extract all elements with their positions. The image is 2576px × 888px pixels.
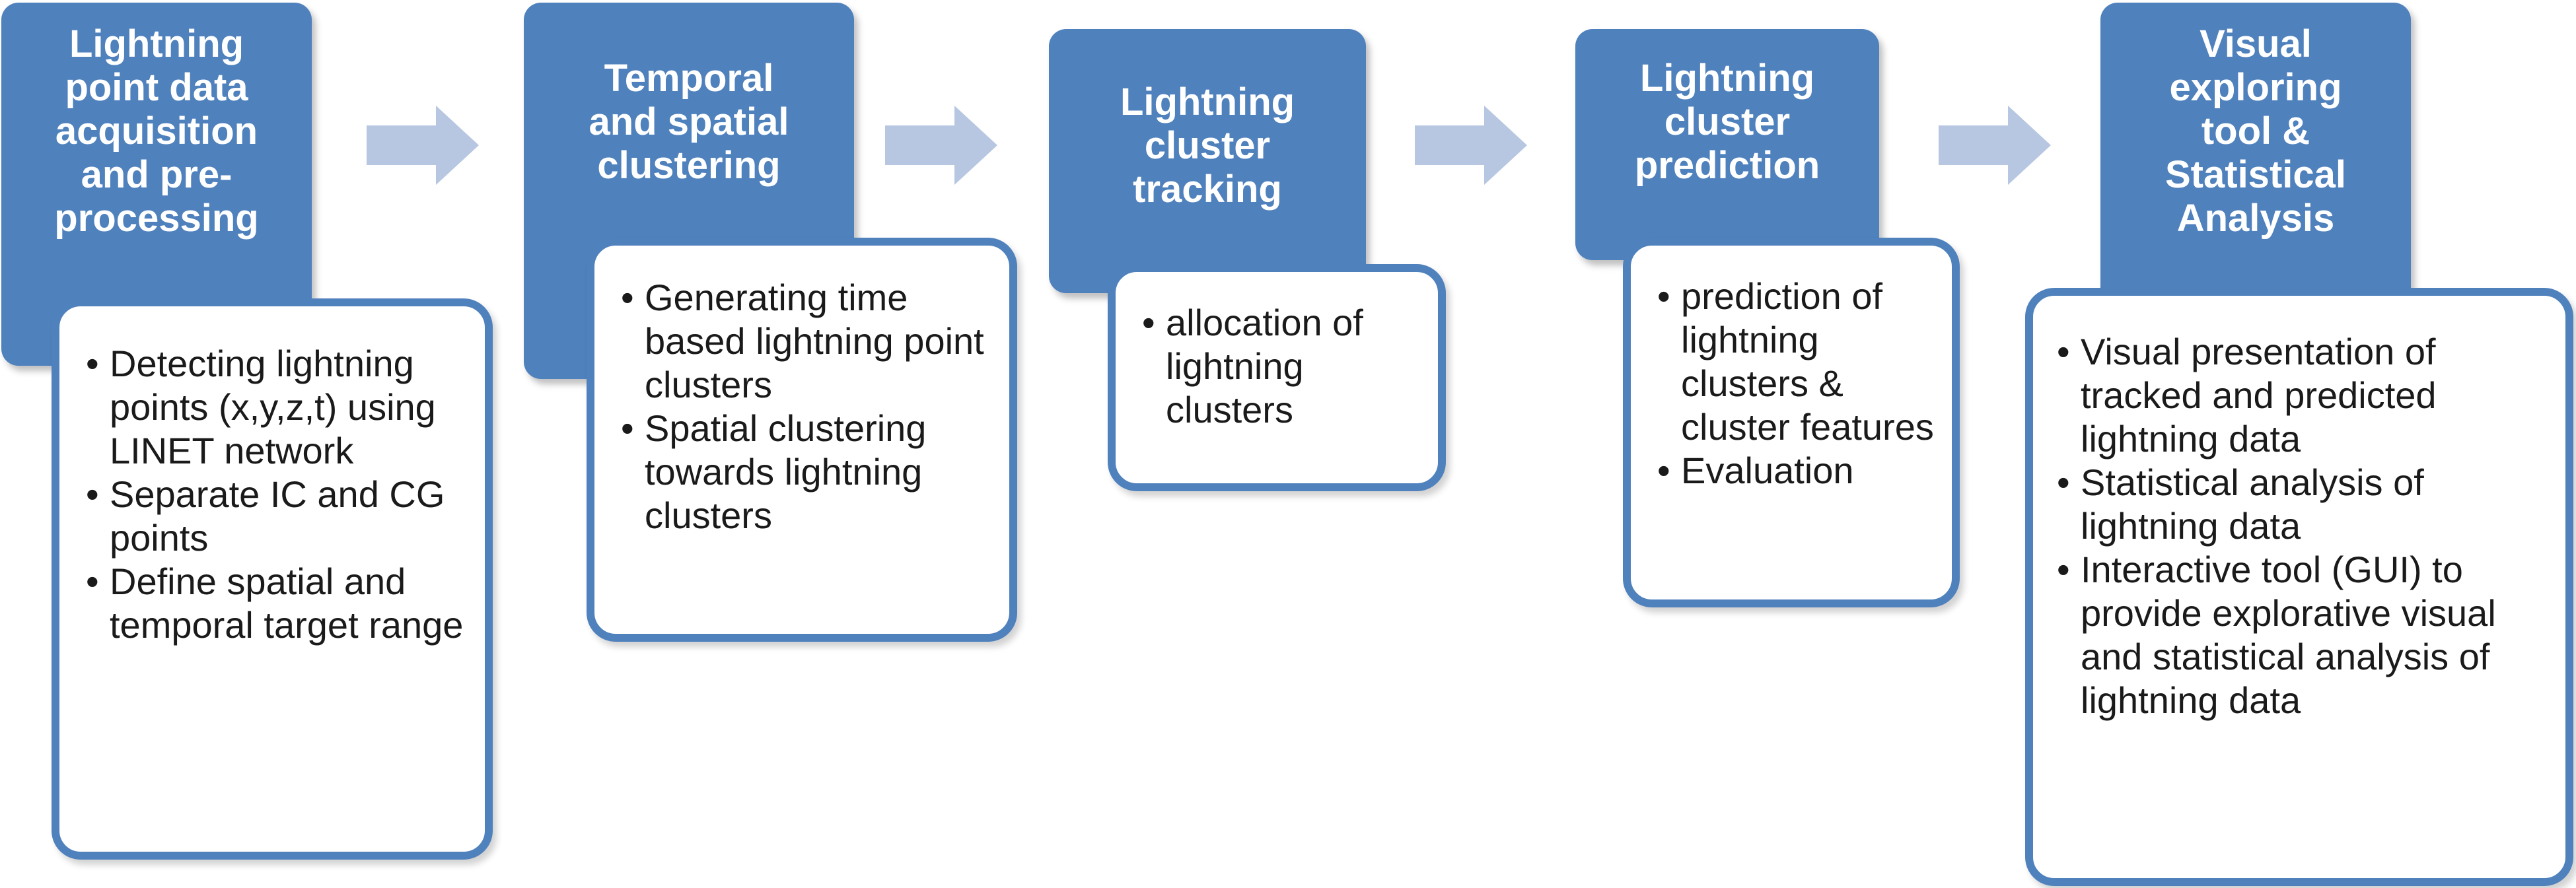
stage-5-bullet: Statistical analysis of lightning data (2057, 461, 2546, 548)
stage-3-detail-card: allocation of lightning clusters (1108, 264, 1446, 491)
stage-4-title-line: cluster (1664, 100, 1791, 143)
stage-2-title-box: Temporal and spatial clustering (524, 3, 854, 379)
stage-1-title-line: acquisition (55, 110, 258, 153)
stage-3-title-line: tracking (1133, 168, 1282, 211)
stage-1-title-line: point data (65, 66, 248, 109)
stage-4-title-line: Lightning (1639, 57, 1815, 100)
stage-5-detail-card: Visual presentation of tracked and predi… (2025, 288, 2573, 886)
stage-5-title-box: Visual exploring tool & Statistical Anal… (2100, 3, 2411, 326)
stage-5-title-line: exploring (2169, 66, 2342, 109)
stage-1-title-line: Lightning (69, 22, 244, 65)
stage-5-title-line: Analysis (2176, 197, 2335, 240)
stage-1-detail-card: Detecting lightning points (x,y,z,t) usi… (52, 298, 493, 860)
stage-3-title-box: Lightning cluster tracking (1049, 29, 1366, 293)
stage-2-title-line: and spatial (589, 100, 789, 143)
stage-2-title-line: clustering (597, 144, 781, 187)
stage-3-title-line: Lightning (1120, 81, 1295, 123)
stage-2-bullet: Generating time based lightning point cl… (621, 276, 989, 407)
arrow-2-right-icon (885, 106, 997, 185)
arrow-3-right-icon (1415, 106, 1527, 185)
stage-4-detail-card: prediction of lightning clusters & clust… (1623, 238, 1960, 607)
stage-2-title-line: Temporal (604, 57, 774, 100)
stage-2-bullet: Spatial clustering towards lightning clu… (621, 407, 989, 537)
stage-5-title-line: Statistical (2165, 153, 2346, 196)
stage-5-title-line: tool & (2201, 110, 2310, 153)
stage-5-bullet: Visual presentation of tracked and predi… (2057, 330, 2546, 461)
stage-4-title-line: prediction (1634, 144, 1820, 187)
stage-5-title-line: Visual (2200, 22, 2312, 65)
arrow-1-right-icon (367, 106, 479, 185)
stage-1-title-line: and pre- (81, 153, 233, 196)
stage-4-title-box: Lightning cluster prediction (1575, 29, 1879, 260)
stage-3-title-line: cluster (1144, 124, 1271, 167)
stage-4-bullet-list: prediction of lightning clusters & clust… (1657, 275, 1936, 493)
stage-3-bullet: allocation of lightning clusters (1142, 301, 1422, 432)
stage-2-bullet-list: Generating time based lightning point cl… (621, 276, 989, 537)
stage-4-bullet: Evaluation (1657, 449, 1936, 493)
stage-1-bullet: Separate IC and CG points (86, 473, 465, 560)
stage-4-bullet: prediction of lightning clusters & clust… (1657, 275, 1936, 449)
stage-2-detail-card: Generating time based lightning point cl… (587, 238, 1017, 642)
arrow-4-right-icon (1939, 106, 2051, 185)
stage-5-bullet: Interactive tool (GUI) to provide explor… (2057, 548, 2546, 722)
stage-1-title-box: Lightning point data acquisition and pre… (1, 3, 312, 366)
stage-1-bullet: Detecting lightning points (x,y,z,t) usi… (86, 342, 465, 473)
stage-5-bullet-list: Visual presentation of tracked and predi… (2057, 330, 2546, 722)
stage-1-bullet-list: Detecting lightning points (x,y,z,t) usi… (86, 342, 465, 647)
stage-3-bullet-list: allocation of lightning clusters (1142, 301, 1422, 432)
stage-1-bullet: Define spatial and temporal target range (86, 560, 465, 647)
stage-1-title-line: processing (54, 197, 259, 240)
